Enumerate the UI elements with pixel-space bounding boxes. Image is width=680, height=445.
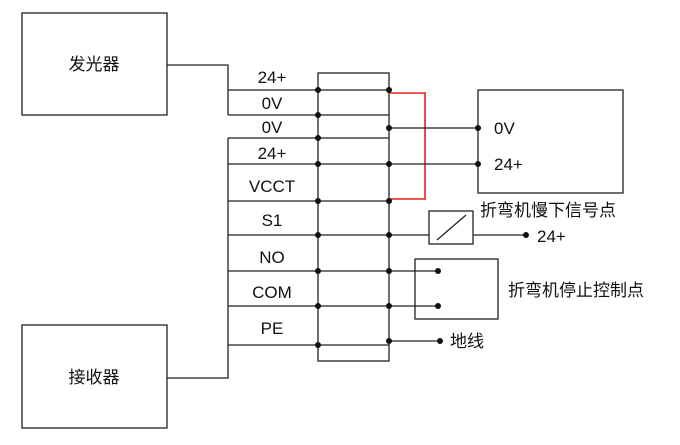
connection-dot bbox=[386, 87, 392, 93]
connection-dots bbox=[315, 87, 529, 348]
receiver-label: 接收器 bbox=[69, 368, 120, 388]
terminal-block-frame bbox=[317, 72, 390, 362]
receiver-box bbox=[21, 324, 168, 429]
emitter-label: 发光器 bbox=[69, 55, 120, 75]
connection-dot bbox=[386, 161, 392, 167]
connection-dot bbox=[315, 232, 321, 238]
connection-dot bbox=[315, 268, 321, 274]
terminal-label-s1: S1 bbox=[262, 211, 283, 230]
slow-signal-switch-blade bbox=[436, 214, 467, 241]
terminal-label-no: NO bbox=[259, 248, 285, 267]
power-supply-box bbox=[477, 89, 624, 194]
connection-dot bbox=[386, 125, 392, 131]
connection-dot bbox=[475, 161, 481, 167]
connection-dot bbox=[315, 161, 321, 167]
connection-dot bbox=[523, 232, 529, 238]
slow-signal-supply-label: 24+ bbox=[537, 227, 566, 246]
connection-dot bbox=[386, 268, 392, 274]
connection-dot bbox=[315, 303, 321, 309]
ground-connection: 地线 bbox=[389, 332, 484, 352]
connection-dot bbox=[315, 87, 321, 93]
terminal-label-0v-a: 0V bbox=[262, 94, 283, 113]
terminal-label-com: COM bbox=[252, 283, 292, 302]
supply-label-0v: 0V bbox=[494, 119, 515, 138]
power-supply-device: 0V 24+ bbox=[389, 89, 624, 194]
terminal-labels: 24+ 0V 0V 24+ VCCT S1 NO COM PE bbox=[249, 68, 295, 338]
terminal-label-24v-a: 24+ bbox=[258, 68, 287, 87]
terminal-label-24v-b: 24+ bbox=[258, 144, 287, 163]
connection-dot bbox=[315, 342, 321, 348]
connection-dot bbox=[386, 232, 392, 238]
terminal-label-vcct: VCCT bbox=[249, 177, 295, 196]
emitter-box bbox=[21, 12, 168, 116]
terminal-block bbox=[317, 72, 390, 362]
connection-dot bbox=[315, 112, 321, 118]
red-jumper-wire bbox=[389, 92, 426, 200]
slow-signal-switch: 折弯机慢下信号点 24+ bbox=[389, 200, 616, 246]
terminal-label-0v-b: 0V bbox=[262, 118, 283, 137]
slow-signal-title: 折弯机慢下信号点 bbox=[480, 200, 616, 221]
connection-dot bbox=[386, 338, 392, 344]
emitter-cable-outline bbox=[167, 64, 229, 115]
supply-label-24v: 24+ bbox=[494, 155, 523, 174]
receiver-cable-outline bbox=[167, 138, 229, 379]
ground-label: 地线 bbox=[450, 332, 484, 352]
connection-dot bbox=[435, 303, 441, 309]
connection-dot bbox=[386, 303, 392, 309]
receiver-cable bbox=[167, 137, 320, 379]
stop-control-relay: 折弯机停止控制点 bbox=[389, 258, 644, 320]
connection-dot bbox=[435, 268, 441, 274]
connection-dot bbox=[386, 198, 392, 204]
stop-control-title: 折弯机停止控制点 bbox=[508, 281, 644, 301]
connection-dot bbox=[315, 198, 321, 204]
receiver-device: 接收器 bbox=[21, 324, 168, 429]
stop-control-box bbox=[414, 258, 499, 320]
connection-dot bbox=[475, 125, 481, 131]
emitter-device: 发光器 bbox=[21, 12, 168, 116]
connection-dot bbox=[437, 338, 443, 344]
terminal-label-pe: PE bbox=[261, 319, 284, 338]
emitter-cable bbox=[167, 64, 320, 116]
connection-dot bbox=[315, 135, 321, 141]
